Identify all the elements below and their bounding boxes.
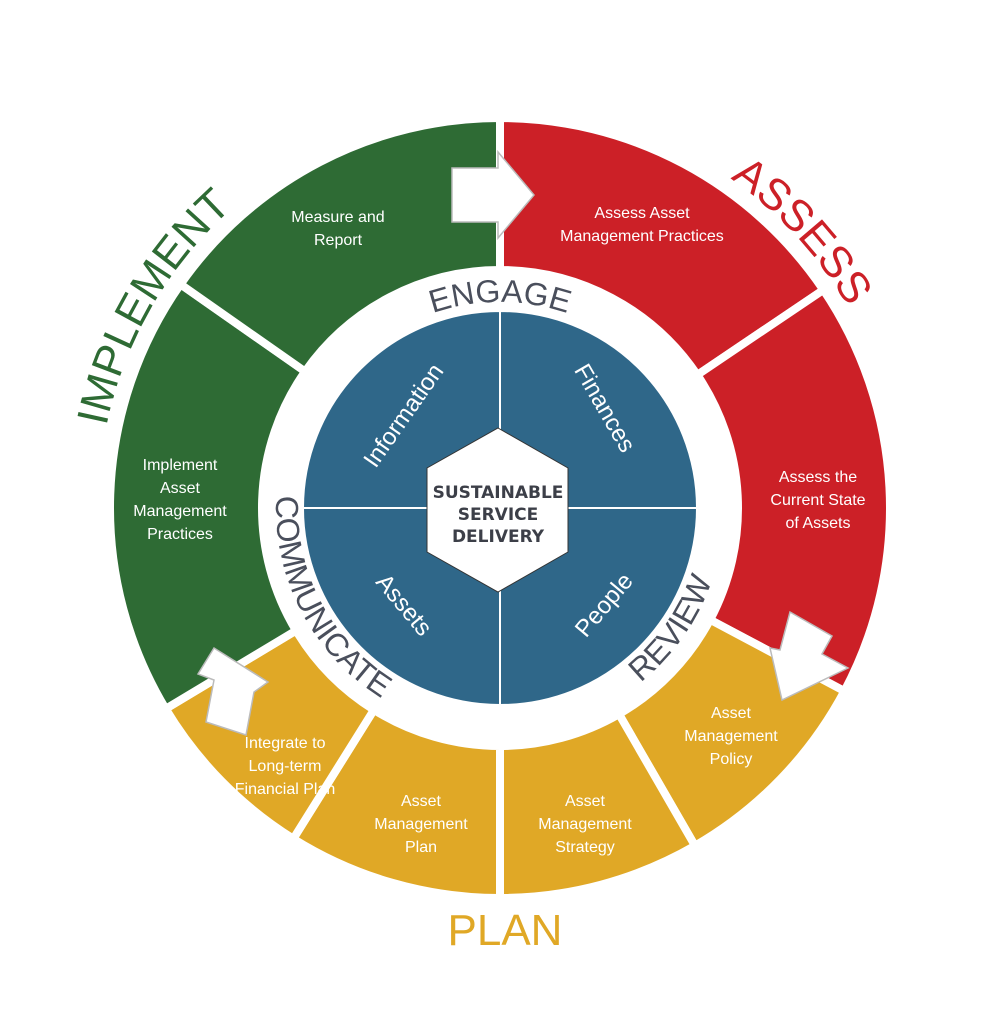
segment-label-line: Integrate to xyxy=(245,735,326,752)
segment-measure xyxy=(174,113,504,378)
segment-label-line: Management Practices xyxy=(560,228,724,245)
segment-label-line: Plan xyxy=(405,839,437,856)
hub-hexagon xyxy=(426,427,569,593)
phase-plan: PLAN xyxy=(448,906,563,955)
segment-current-state xyxy=(691,284,894,697)
hub-line: SERVICE xyxy=(458,505,539,525)
segment-label-line: Practices xyxy=(147,526,213,543)
segment-label-line: Management xyxy=(684,728,778,745)
segment-label-line: Financial Plan xyxy=(235,781,336,798)
segment-label-line: Measure and xyxy=(291,209,384,226)
segment-label-line: Asset xyxy=(565,793,606,810)
segment-label-line: Report xyxy=(314,232,363,249)
segment-label-line: Policy xyxy=(710,751,753,768)
segment-label-line: Asset xyxy=(160,480,201,497)
segment-label-line: Current State xyxy=(770,492,865,509)
segment-label-line: Asset xyxy=(401,793,442,810)
segment-implement-practices xyxy=(106,278,311,715)
arrow-down-icon xyxy=(769,610,850,702)
segment-label-line: Long-term xyxy=(249,758,322,775)
segment-label-line: Management xyxy=(538,816,632,833)
segment-label-line: Strategy xyxy=(555,839,615,856)
segment-label-line: Assess Asset xyxy=(594,205,690,222)
hub-line: DELIVERY xyxy=(452,527,545,547)
arrow-up-icon xyxy=(196,646,270,736)
segment-label-line: Management xyxy=(374,816,468,833)
segment-label-line: Assess the xyxy=(779,469,857,486)
segment-assess-practices xyxy=(496,113,829,381)
segment-label-line: Management xyxy=(133,503,227,520)
segment-label-line: of Assets xyxy=(786,515,851,532)
segment-label-line: Implement xyxy=(143,457,218,474)
arrow-right-icon xyxy=(451,149,535,241)
segment-label-line: Asset xyxy=(711,705,752,722)
hub-line: SUSTAINABLE xyxy=(433,483,564,503)
